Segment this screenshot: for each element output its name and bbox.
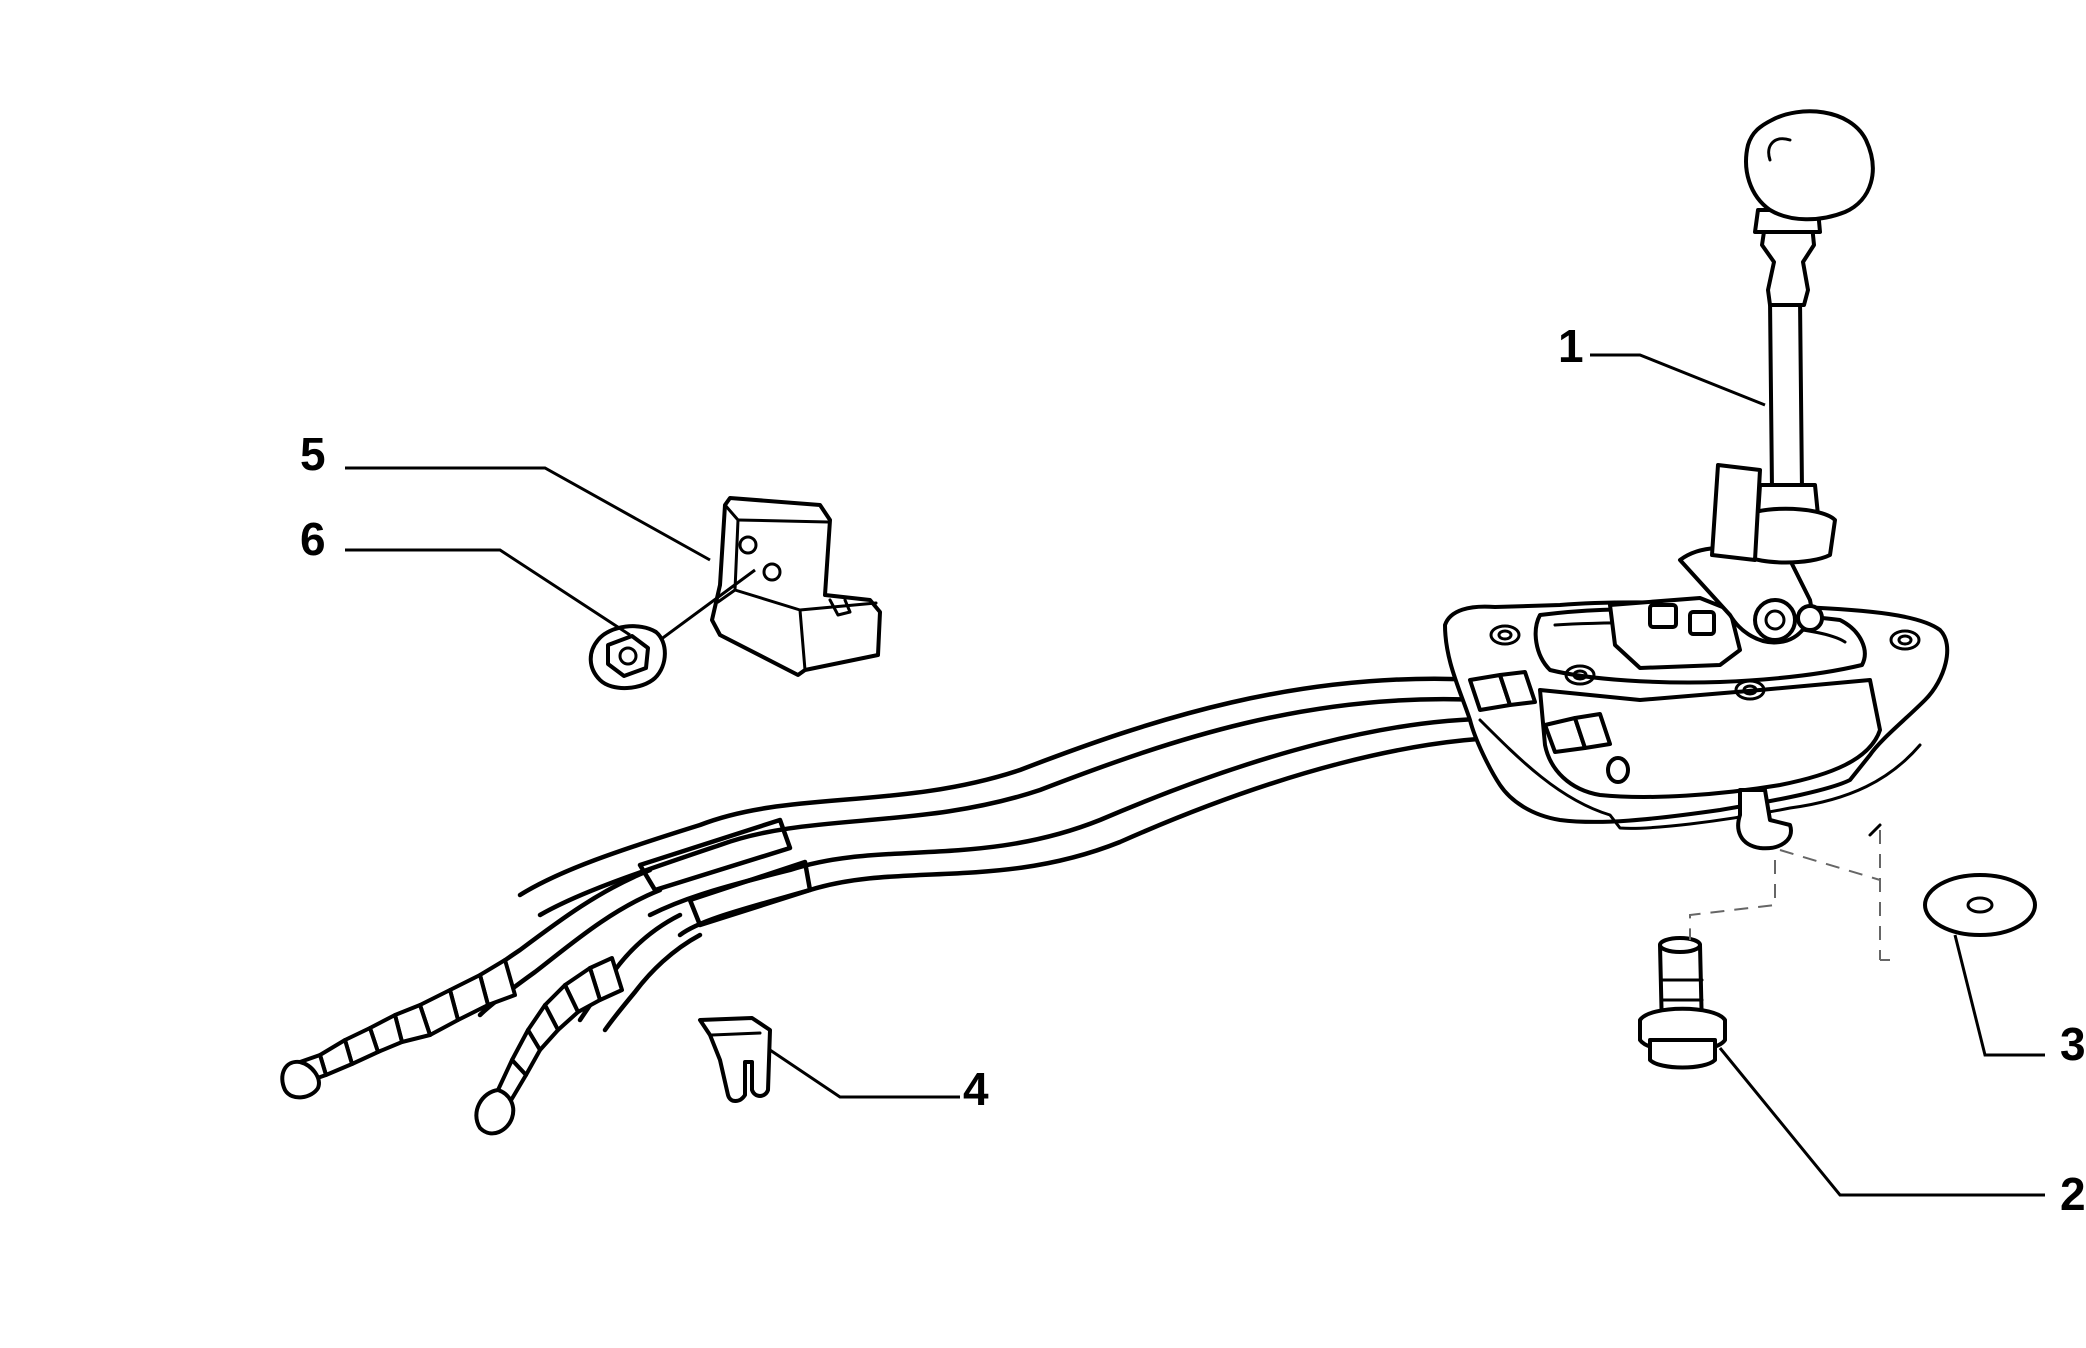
- bracket-part-5: [710, 496, 882, 677]
- gear-shifter-assembly: [1443, 109, 1950, 851]
- assembly-guide-lines: [1689, 823, 1890, 961]
- flange-nut-part-6: [588, 624, 667, 691]
- bolt-part-2: [1638, 936, 1727, 1070]
- retaining-clip-part-4: [698, 1016, 772, 1103]
- leader-lines: [345, 353, 2045, 1197]
- washer-part-3: [1923, 873, 2037, 937]
- callout-2: 2: [2060, 1168, 2086, 1220]
- callout-4: 4: [963, 1063, 989, 1115]
- callout-5: 5: [300, 428, 326, 480]
- cable-end-right: [474, 956, 624, 1136]
- callout-3: 3: [2060, 1018, 2086, 1070]
- callout-1: 1: [1558, 320, 1584, 372]
- gear-cables: [280, 676, 1553, 1136]
- cable-end-left: [280, 958, 517, 1100]
- callout-6: 6: [300, 513, 326, 565]
- callout-labels: 1 2 3 4 5 6: [300, 320, 2086, 1220]
